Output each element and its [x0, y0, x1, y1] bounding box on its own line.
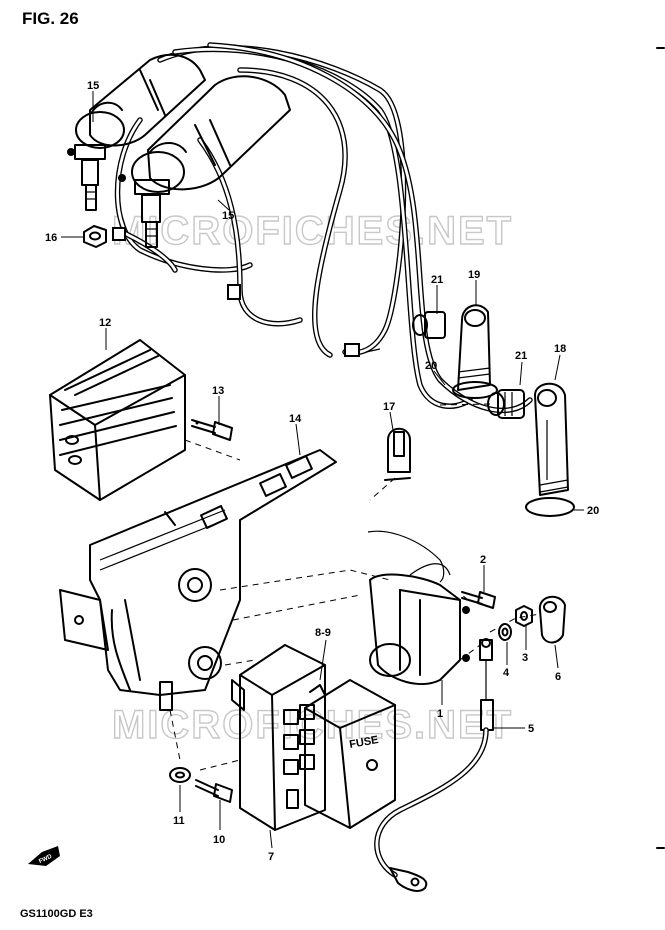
callout-2: 2: [480, 554, 486, 566]
callout-20-lower: 20: [587, 505, 599, 517]
callout-4: 4: [503, 667, 510, 679]
bolt-2: [461, 591, 496, 609]
callout-21-lower: 21: [515, 350, 527, 362]
front-arrow-label: FWD: [38, 854, 54, 865]
cap-21-lower: [487, 389, 525, 419]
relay-lead-wire: [367, 530, 445, 583]
callout-10: 10: [213, 834, 225, 846]
callout-15-left: 15: [87, 80, 99, 92]
callout-18: 18: [554, 343, 566, 355]
spark-plug-cap-19: [452, 304, 498, 399]
nut-16: [83, 225, 107, 248]
callout-15-right: 15: [222, 210, 234, 222]
fuse-label: FUSE: [348, 734, 379, 751]
assembly-guide-lines: [169, 403, 541, 771]
callout-13: 13: [212, 385, 224, 397]
front-direction-arrow: FWD: [28, 846, 60, 866]
callout-19: 19: [468, 269, 480, 281]
spark-plug-cap-18: [525, 382, 575, 517]
cable-end-cap: [227, 284, 241, 300]
callout-14: 14: [289, 413, 302, 425]
callout-5: 5: [528, 723, 534, 735]
clamp-17: [384, 427, 411, 481]
callout-1: 1: [437, 708, 443, 720]
figure-title: FIG. 26: [22, 9, 79, 28]
callout-3: 3: [522, 652, 528, 664]
callout-labels: 15 15 16 12 13 14 21 19 20 21 18 17 20 2…: [45, 80, 599, 863]
battery-cable-5: [374, 638, 494, 892]
callout-6: 6: [555, 671, 561, 683]
fuse-box-base: [231, 644, 326, 831]
callout-8-9: 8-9: [315, 627, 331, 639]
mounting-bracket: [59, 449, 337, 711]
ignition-coil-right: [118, 75, 291, 248]
screw-10: [195, 779, 233, 803]
cap-21-upper: [412, 311, 446, 339]
callout-7: 7: [268, 851, 274, 863]
starter-relay: [369, 563, 470, 685]
watermark-top: MICROFICHES.NET: [112, 209, 513, 253]
terminal-cover-6: [538, 595, 566, 644]
callout-20-upper: 20: [425, 360, 437, 372]
bolt-13: [191, 419, 233, 441]
fuse-cover: FUSE: [304, 679, 396, 829]
callout-12: 12: [99, 317, 111, 329]
watermark-bottom: MICROFICHES.NET: [112, 703, 513, 747]
ignition-coil-left: [67, 53, 206, 211]
high-tension-cables: [112, 42, 533, 414]
washer-11: [169, 767, 191, 783]
callout-16: 16: [45, 232, 57, 244]
callout-21-upper: 21: [431, 274, 443, 286]
model-code: GS1100GD E3: [20, 908, 93, 920]
regulator-rectifier: [49, 339, 186, 501]
callout-11: 11: [173, 815, 185, 827]
cable-end-cap: [344, 343, 360, 357]
cable-end-cap: [112, 227, 126, 241]
nut-3: [515, 605, 533, 627]
callout-17: 17: [383, 401, 395, 413]
leader-lines: [61, 91, 584, 849]
